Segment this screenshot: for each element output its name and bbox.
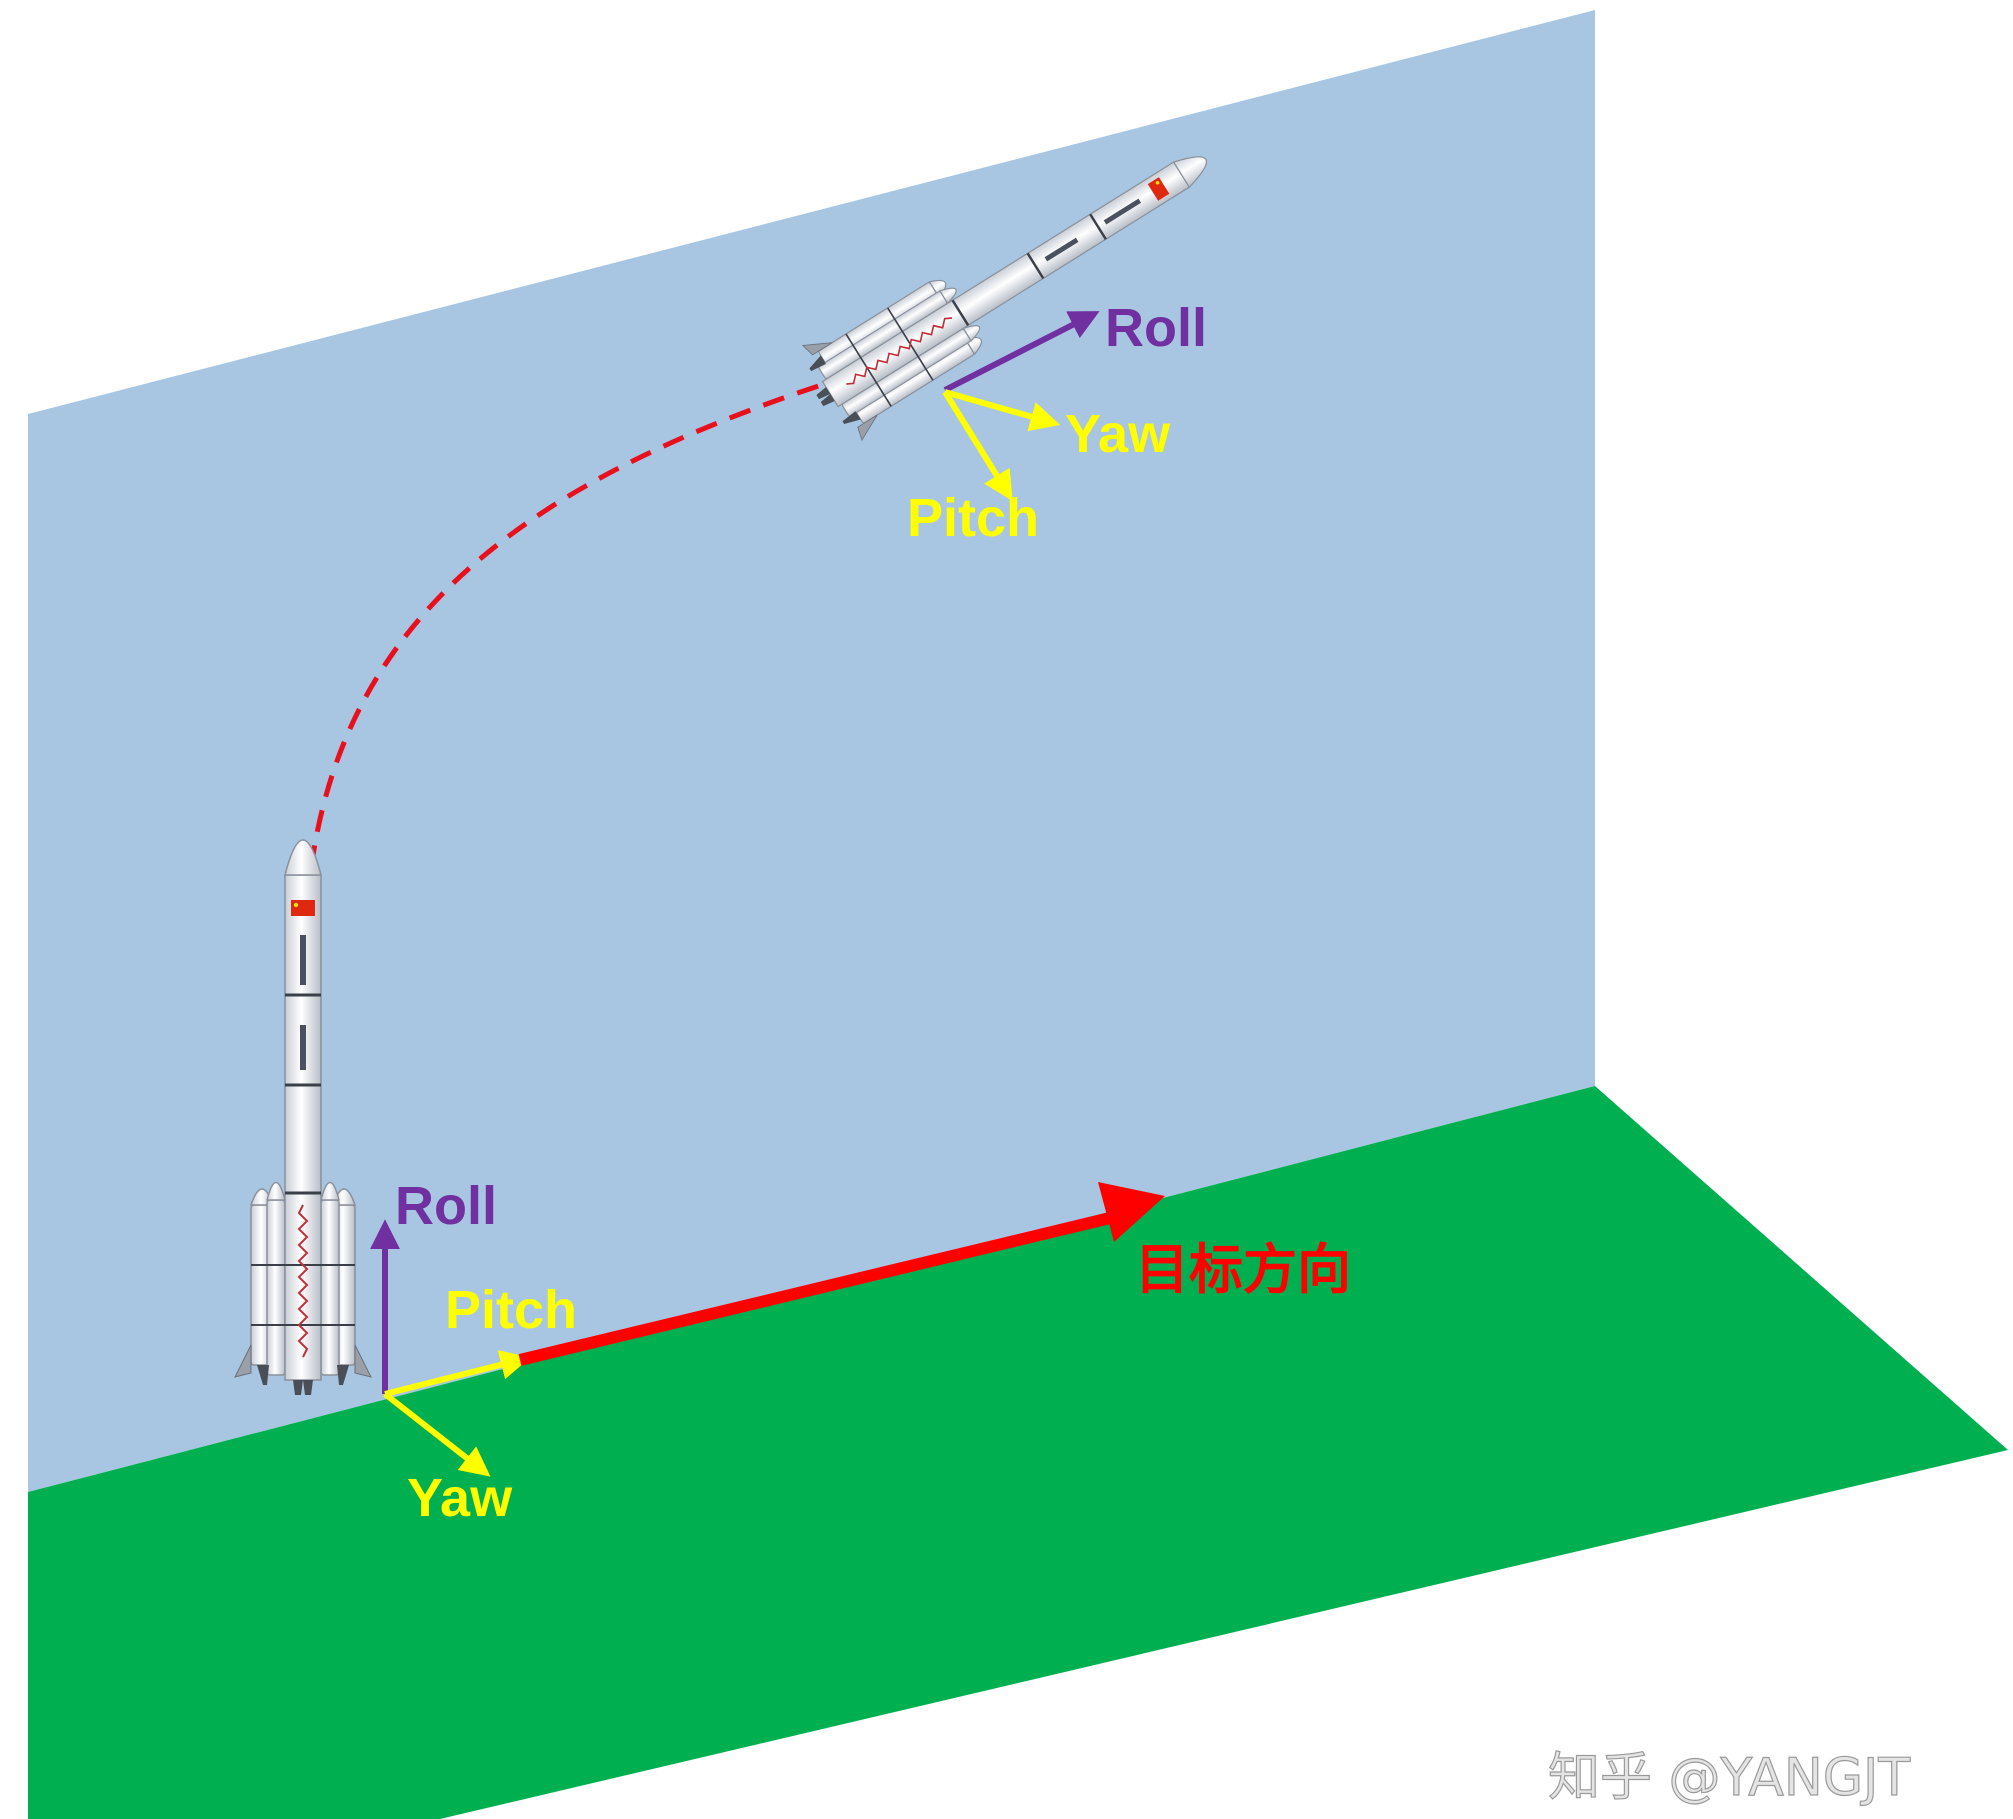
ground-plane: [28, 1086, 2008, 1819]
label-roll-bottom: Roll: [395, 1176, 497, 1236]
vertical-plane: [28, 10, 1595, 1492]
roll-axis-arrow-top: [943, 311, 1100, 393]
yaw-axis-arrow-top: [944, 389, 1061, 432]
label-target-direction: 目标方向: [1135, 1238, 1351, 1301]
label-roll-top: Roll: [1105, 298, 1207, 358]
label-pitch-bottom: Pitch: [445, 1280, 577, 1340]
pitch-axis-arrow-bottom: [384, 1350, 531, 1397]
label-yaw-top: Yaw: [1065, 404, 1171, 464]
watermark: 知乎 @YANGJT: [1548, 1748, 1910, 1808]
label-yaw-bottom: Yaw: [407, 1468, 513, 1528]
yaw-axis-arrow-bottom: [383, 1391, 491, 1477]
target-direction-shaft: [518, 1212, 1112, 1366]
pitch-axis-arrow-top: [942, 390, 1013, 502]
target-direction-arrowhead: [1098, 1182, 1165, 1242]
label-pitch-top: Pitch: [907, 488, 1039, 548]
